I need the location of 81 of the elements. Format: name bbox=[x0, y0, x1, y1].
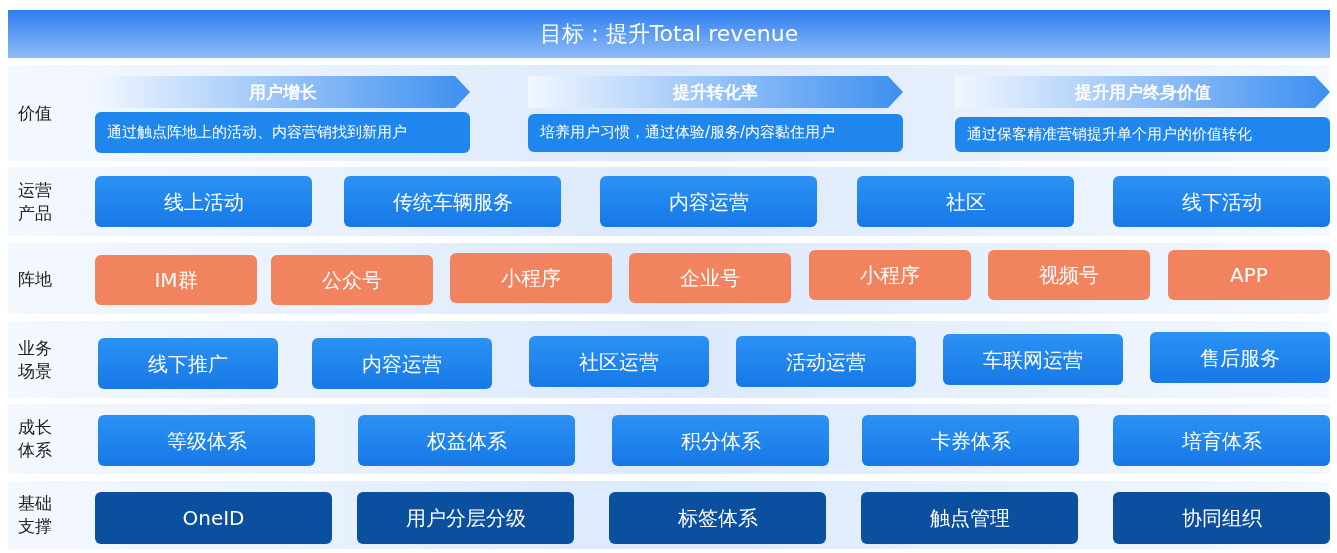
foundation-box bbox=[357, 492, 574, 544]
process-box bbox=[529, 336, 709, 387]
box-label: 线下推广 bbox=[147, 350, 229, 377]
process-box bbox=[612, 415, 829, 466]
foundation-box bbox=[609, 492, 826, 544]
process-box bbox=[1113, 176, 1330, 227]
row-label: 成长体系 bbox=[18, 416, 53, 462]
process-box bbox=[344, 176, 561, 227]
process-box bbox=[862, 415, 1079, 466]
row-label: 价值 bbox=[18, 101, 53, 125]
process-box bbox=[1113, 415, 1330, 466]
box-label: 社区运营 bbox=[578, 348, 660, 375]
box-label: 线上活动 bbox=[162, 188, 245, 215]
box-label: 社区 bbox=[944, 188, 987, 215]
box-label: 线下活动 bbox=[1180, 188, 1263, 215]
channel-box bbox=[809, 250, 971, 300]
channel-box bbox=[450, 253, 612, 303]
process-box bbox=[312, 338, 492, 389]
box-label: OneID bbox=[181, 506, 246, 530]
box-label: 通过触点阵地上的活动、内容营销找到新用户 bbox=[107, 124, 408, 141]
box-label: 协同组织 bbox=[1180, 504, 1263, 532]
description-box bbox=[955, 117, 1330, 152]
box-label: 目标：提升Total revenue bbox=[538, 20, 800, 48]
description-box bbox=[528, 114, 903, 152]
foundation-box bbox=[861, 492, 1078, 544]
box-label: 积分体系 bbox=[679, 427, 762, 454]
process-box bbox=[1150, 332, 1330, 383]
box-label: 培养用户习惯，通过体验/服务/内容黏住用户 bbox=[540, 125, 837, 141]
row-band bbox=[8, 321, 1330, 398]
box-label: 小程序 bbox=[500, 264, 562, 292]
box-label: 用户增长 bbox=[247, 80, 318, 104]
process-box bbox=[943, 334, 1123, 385]
box-label: 培育体系 bbox=[1180, 427, 1263, 454]
box-label: 售后服务 bbox=[1199, 344, 1281, 371]
chevron-banner bbox=[955, 76, 1330, 108]
box-label: IM群 bbox=[153, 266, 199, 294]
foundation-box bbox=[1113, 492, 1330, 544]
row-band bbox=[8, 167, 1330, 236]
chevron-banner bbox=[528, 76, 903, 108]
channel-box bbox=[1168, 250, 1330, 300]
box-label: 卡券体系 bbox=[929, 427, 1012, 454]
channel-box bbox=[629, 253, 791, 303]
box-label: 企业号 bbox=[679, 264, 741, 292]
row-label: 业务场景 bbox=[18, 336, 53, 383]
process-box bbox=[98, 415, 315, 466]
box-label: 传统车辆服务 bbox=[391, 188, 514, 215]
title-banner bbox=[8, 10, 1330, 58]
description-box bbox=[95, 112, 470, 153]
box-label: 车联网运营 bbox=[982, 346, 1084, 373]
process-box bbox=[857, 176, 1074, 227]
process-box bbox=[600, 176, 817, 227]
box-label: 提升用户终身价值 bbox=[1073, 80, 1212, 104]
box-label: 公众号 bbox=[321, 266, 383, 294]
row-band bbox=[8, 65, 1330, 161]
box-label: 权益体系 bbox=[425, 427, 508, 454]
box-label: 用户分层分级 bbox=[404, 504, 527, 532]
row-label: 基础支撑 bbox=[18, 492, 53, 538]
row-band bbox=[8, 243, 1330, 314]
row-label: 阵地 bbox=[18, 267, 53, 290]
box-label: 视频号 bbox=[1038, 261, 1100, 289]
channel-box bbox=[988, 250, 1150, 300]
box-label: 内容运营 bbox=[667, 188, 750, 215]
foundation-box bbox=[95, 492, 332, 544]
box-label: 活动运营 bbox=[785, 348, 867, 375]
process-box bbox=[98, 338, 278, 389]
box-label: 小程序 bbox=[859, 261, 921, 289]
box-label: 标签体系 bbox=[676, 504, 759, 532]
box-label: 内容运营 bbox=[361, 350, 443, 377]
process-box bbox=[95, 176, 312, 227]
channel-box bbox=[271, 255, 433, 305]
row-band bbox=[8, 404, 1330, 474]
box-label: 提升转化率 bbox=[671, 80, 759, 104]
box-label: 通过保客精准营销提升单个用户的价值转化 bbox=[967, 126, 1253, 143]
box-label: 触点管理 bbox=[928, 504, 1011, 532]
row-band bbox=[8, 481, 1330, 549]
box-label: 等级体系 bbox=[165, 427, 248, 454]
channel-box bbox=[95, 255, 257, 305]
row-label: 运营产品 bbox=[18, 178, 53, 225]
process-box bbox=[736, 336, 916, 387]
box-label: APP bbox=[1229, 263, 1269, 287]
process-box bbox=[358, 415, 575, 466]
